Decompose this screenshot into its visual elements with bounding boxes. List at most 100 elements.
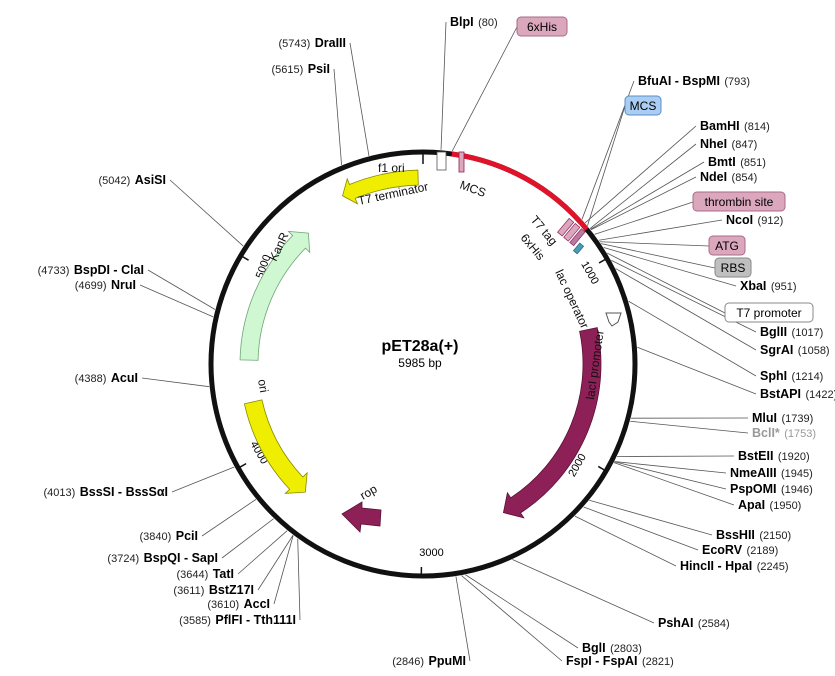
site-nrui[interactable]: (4699) NruI bbox=[75, 276, 136, 293]
site-bsssi[interactable]: (4013) BssSI - BssSαI bbox=[43, 483, 168, 500]
site-xbai[interactable]: XbaI (951) bbox=[740, 277, 797, 294]
leader-bspqi bbox=[221, 518, 274, 559]
leader-atg bbox=[599, 241, 710, 247]
leader-draiii bbox=[349, 42, 370, 156]
site-ppumi[interactable]: (2846) PpuMI bbox=[392, 652, 466, 669]
plasmid-size: 5985 bp bbox=[398, 356, 442, 370]
site-ncoi[interactable]: NcoI (912) bbox=[726, 211, 783, 228]
t7prom-box[interactable] bbox=[724, 302, 814, 323]
site-pos-ppumi: (2846) bbox=[392, 656, 424, 668]
leader-pshai bbox=[512, 559, 655, 624]
site-name-tati: TatI bbox=[213, 567, 234, 581]
ori-label: ori bbox=[255, 378, 271, 394]
site-pos-bsssi: (4013) bbox=[43, 487, 75, 499]
site-bmti[interactable]: BmtI (851) bbox=[708, 153, 766, 170]
his-top-box[interactable] bbox=[516, 16, 568, 37]
site-pos-blpi: (80) bbox=[478, 17, 498, 29]
site-pos-bcli: (1753) bbox=[784, 428, 816, 440]
leader-t7prom bbox=[607, 252, 726, 314]
site-hincii[interactable]: HincII - HpaI (2245) bbox=[680, 557, 788, 574]
site-ndei[interactable]: NdeI (854) bbox=[700, 168, 757, 185]
site-name-bamhi: BamHI bbox=[700, 119, 740, 133]
site-labels: BlpI (80) (5743) DraIII (5615) PsiI BfuAI -… bbox=[38, 13, 835, 669]
site-pshai[interactable]: PshAI (2584) bbox=[658, 614, 730, 631]
t7prom-label: T7 promoter bbox=[736, 306, 801, 320]
site-name-bsssi: BssSI - BssSαI bbox=[80, 485, 168, 499]
site-pos-xbai: (951) bbox=[771, 281, 797, 293]
site-pcii[interactable]: (3840) PciI bbox=[140, 527, 199, 544]
site-bstz17i[interactable]: (3611) BstZ17I bbox=[173, 581, 254, 598]
site-pos-pshai: (2584) bbox=[698, 618, 730, 630]
site-acui[interactable]: (4388) AcuI bbox=[75, 369, 138, 386]
site-psp0mi[interactable]: PspOMI (1946) bbox=[730, 480, 813, 497]
ori-feature bbox=[243, 399, 308, 494]
leader-bcli bbox=[630, 420, 749, 434]
site-name-sphi: SphI bbox=[760, 369, 787, 383]
leader-bspdi bbox=[147, 269, 216, 310]
leader-nrui bbox=[139, 284, 214, 318]
mcs-box-box[interactable] bbox=[624, 95, 662, 116]
site-nmeaiii[interactable]: NmeAIII (1945) bbox=[730, 464, 813, 481]
leader-psp0mi bbox=[614, 461, 727, 490]
site-apai[interactable]: ApaI (1950) bbox=[738, 496, 801, 513]
site-ecorv[interactable]: EcoRV (2189) bbox=[702, 541, 778, 558]
site-bspdi[interactable]: (4733) BspDI - ClaI bbox=[38, 261, 144, 278]
site-name-xbai: XbaI bbox=[740, 279, 766, 293]
site-pfifi[interactable]: (3585) PflFI - Tth111I bbox=[179, 611, 296, 628]
leader-lines bbox=[139, 21, 757, 662]
atg-box[interactable] bbox=[708, 235, 746, 256]
site-name-pfifi: PflFI - Tth111I bbox=[215, 613, 296, 627]
site-pos-bgli: (2803) bbox=[610, 643, 642, 655]
site-fspi[interactable]: FspI - FspAI (2821) bbox=[566, 652, 674, 669]
site-bamhi[interactable]: BamHI (814) bbox=[700, 117, 770, 134]
leader-pcii bbox=[201, 499, 257, 537]
site-pos-nmeaiii: (1945) bbox=[781, 468, 813, 480]
site-pos-mlui: (1739) bbox=[781, 413, 813, 425]
leader-mcs-box bbox=[587, 105, 626, 226]
site-bcli[interactable]: BclI* (1753) bbox=[752, 424, 816, 441]
site-pos-ncoi: (912) bbox=[758, 215, 784, 227]
site-mlui[interactable]: MluI (1739) bbox=[752, 409, 813, 426]
site-asisi[interactable]: (5042) AsiSI bbox=[98, 171, 166, 188]
site-bstapi[interactable]: BstAPI (1422) bbox=[760, 385, 835, 402]
site-psii[interactable]: (5615) PsiI bbox=[272, 60, 331, 77]
site-name-fspi: FspI - FspAI bbox=[566, 654, 638, 668]
f1-ori-feature bbox=[342, 169, 419, 205]
site-pos-bamhi: (814) bbox=[744, 121, 770, 133]
tick-4000 bbox=[237, 462, 247, 469]
site-sphi[interactable]: SphI (1214) bbox=[760, 367, 823, 384]
site-nhei[interactable]: NheI (847) bbox=[700, 135, 757, 152]
site-bfuai[interactable]: BfuAI - BspMI (793) bbox=[638, 72, 750, 89]
site-bglii[interactable]: BglII (1017) bbox=[760, 323, 823, 340]
site-name-psp0mi: PspOMI bbox=[730, 482, 777, 496]
thrombin-box[interactable] bbox=[692, 191, 786, 212]
site-name-nrui: NruI bbox=[111, 278, 136, 292]
site-draiii[interactable]: (5743) DraIII bbox=[278, 34, 346, 51]
rop-feature bbox=[341, 501, 382, 533]
site-bsteii[interactable]: BstEII (1920) bbox=[738, 447, 810, 464]
site-pos-bspqi: (3724) bbox=[107, 553, 139, 565]
site-name-bgli: BglI bbox=[582, 641, 606, 655]
site-bspqi[interactable]: (3724) BspQI - SapI bbox=[107, 549, 218, 566]
site-pos-bspdi: (4733) bbox=[38, 265, 70, 277]
rbs-box[interactable] bbox=[714, 257, 752, 278]
site-acci[interactable]: (3610) AccI bbox=[207, 595, 270, 612]
mcs-inner-label: MCS bbox=[458, 178, 488, 200]
site-bsshii[interactable]: BssHII (2150) bbox=[716, 526, 791, 543]
thrombin-label: thrombin site bbox=[705, 195, 774, 209]
site-bgli[interactable]: BglI (2803) bbox=[582, 639, 642, 656]
site-blpi[interactable]: BlpI (80) bbox=[450, 13, 498, 30]
leader-ppumi bbox=[455, 576, 471, 662]
site-name-nhei: NheI bbox=[700, 137, 727, 151]
site-name-pshai: PshAI bbox=[658, 616, 693, 630]
site-sgrai[interactable]: SgrAI (1058) bbox=[760, 341, 830, 358]
site-pos-bstapi: (1422) bbox=[805, 389, 835, 401]
leader-sgrai bbox=[615, 268, 757, 351]
leader-pfifi bbox=[297, 538, 301, 621]
site-name-bcli: BclI* bbox=[752, 426, 780, 440]
site-name-ndei: NdeI bbox=[700, 170, 727, 184]
site-tati[interactable]: (3644) TatI bbox=[176, 565, 234, 582]
site-pos-nrui: (4699) bbox=[75, 280, 107, 292]
site-pos-acci: (3610) bbox=[207, 599, 239, 611]
